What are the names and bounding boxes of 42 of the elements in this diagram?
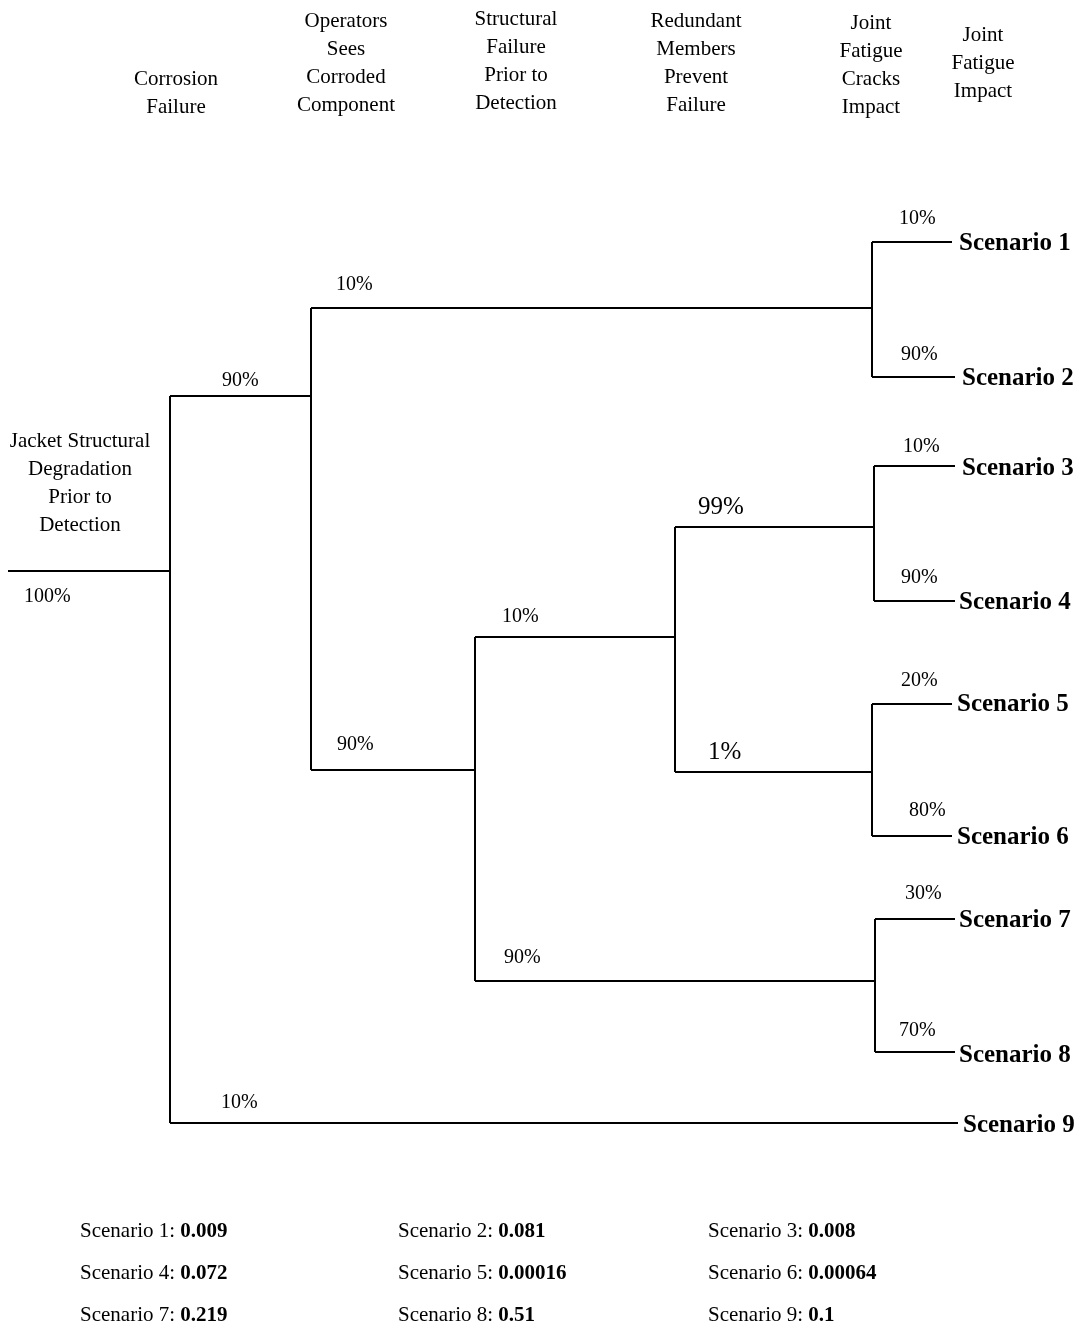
column-heading: Joint Fatigue Impact bbox=[950, 21, 1016, 104]
probability-label: 90% bbox=[901, 341, 938, 366]
column-heading: Redundant Members Prevent Failure bbox=[649, 7, 743, 118]
scenario-result-text: Scenario 9: 0.1 bbox=[708, 1301, 835, 1328]
probability-label: 80% bbox=[909, 797, 946, 822]
probability-label: 90% bbox=[337, 731, 374, 756]
probability-label: 99% bbox=[698, 491, 744, 521]
scenario-label: Scenario 5 bbox=[957, 688, 1069, 718]
scenario-label: Scenario 4 bbox=[959, 586, 1071, 616]
scenario-label: Scenario 8 bbox=[959, 1039, 1071, 1069]
scenario-label: Scenario 6 bbox=[957, 821, 1069, 851]
probability-label: 10% bbox=[903, 433, 940, 458]
scenario-result-text: Scenario 5: 0.00016 bbox=[398, 1259, 567, 1286]
scenario-result-text: Scenario 2: 0.081 bbox=[398, 1217, 546, 1244]
probability-label: 10% bbox=[221, 1089, 258, 1114]
probability-label: 70% bbox=[899, 1017, 936, 1042]
scenario-result-text: Scenario 1: 0.009 bbox=[80, 1217, 228, 1244]
column-heading: Joint Fatigue Cracks Impact bbox=[838, 9, 904, 120]
column-heading: Structural Failure Prior to Detection bbox=[473, 5, 559, 116]
probability-label: 30% bbox=[905, 880, 942, 905]
probability-label: 10% bbox=[336, 271, 373, 296]
scenario-result-text: Scenario 6: 0.00064 bbox=[708, 1259, 877, 1286]
scenario-label: Scenario 7 bbox=[959, 904, 1071, 934]
initiating-event-label: Jacket Structural Degradation Prior to Detection bbox=[8, 427, 152, 538]
probability-label: 100% bbox=[24, 583, 71, 608]
column-heading: Operators Sees Corroded Component bbox=[296, 7, 396, 118]
scenario-label: Scenario 9 bbox=[963, 1109, 1075, 1139]
scenario-label: Scenario 3 bbox=[962, 452, 1074, 482]
probability-label: 90% bbox=[504, 944, 541, 969]
probability-label: 20% bbox=[901, 667, 938, 692]
scenario-result-text: Scenario 7: 0.219 bbox=[80, 1301, 228, 1328]
probability-label: 10% bbox=[899, 205, 936, 230]
scenario-result-text: Scenario 3: 0.008 bbox=[708, 1217, 856, 1244]
column-heading: Corrosion Failure bbox=[133, 65, 219, 120]
scenario-result-text: Scenario 8: 0.51 bbox=[398, 1301, 536, 1328]
scenario-label: Scenario 1 bbox=[959, 227, 1071, 257]
scenario-result-text: Scenario 4: 0.072 bbox=[80, 1259, 228, 1286]
probability-label: 90% bbox=[901, 564, 938, 589]
scenario-label: Scenario 2 bbox=[962, 362, 1074, 392]
probability-label: 90% bbox=[222, 367, 259, 392]
probability-label: 10% bbox=[502, 603, 539, 628]
probability-label: 1% bbox=[708, 736, 742, 766]
